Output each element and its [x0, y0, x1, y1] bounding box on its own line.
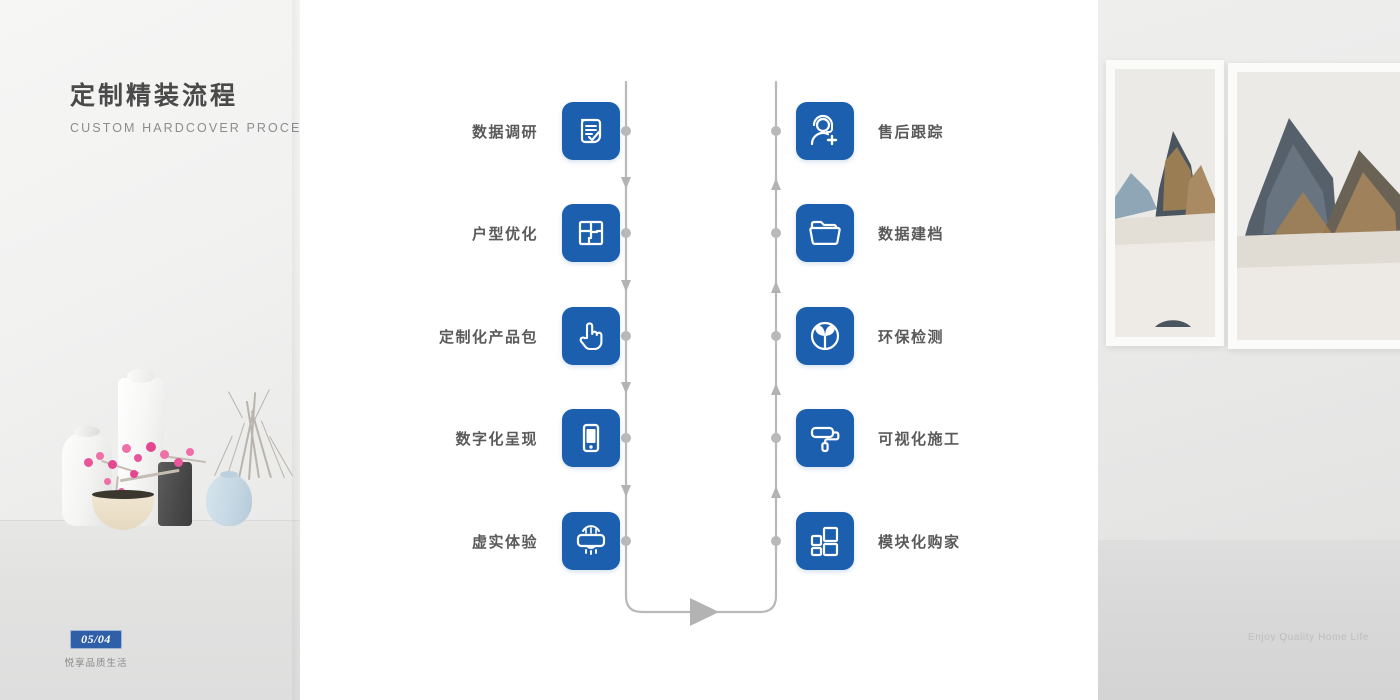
flow-label-right-2: 数据建档	[878, 226, 945, 243]
eco-leaf-circle-icon	[796, 307, 854, 365]
badge-number: 05/04	[70, 630, 122, 649]
arrowheads-right-up	[771, 178, 781, 498]
flow-node-left-4[interactable]: 数字化呈现	[360, 409, 620, 467]
left-photo-panel: 定制精装流程 CUSTOM HARDCOVER PROCESS 05/04 悦享…	[0, 0, 300, 700]
flow-label-right-1: 售后跟踪	[878, 124, 945, 141]
plum-blossom-branch	[74, 440, 214, 510]
pointing-hand-icon	[562, 307, 620, 365]
flow-node-left-2[interactable]: 户型优化	[360, 204, 620, 262]
title-english: CUSTOM HARDCOVER PROCESS	[70, 121, 300, 135]
flow-node-right-3[interactable]: 环保检测	[796, 307, 1096, 365]
process-flow-diagram: 数据调研 户型优化 定制化产品包	[300, 0, 1098, 700]
left-floor	[0, 520, 300, 700]
flow-label-right-5: 模块化购家	[878, 534, 961, 551]
flow-label-left-2: 户型优化	[471, 226, 538, 243]
flow-label-left-4: 数字化呈现	[455, 431, 538, 448]
arrowheads-left-down	[621, 177, 631, 497]
paint-roller-icon	[796, 409, 854, 467]
modular-grid-icon	[796, 512, 854, 570]
floor-plan-icon	[562, 204, 620, 262]
connector-nodes-right	[771, 126, 781, 546]
badge-tagline: 悦享品质生活	[64, 658, 128, 669]
flow-node-right-1[interactable]: 售后跟踪	[796, 102, 1096, 160]
artwork-frame-left	[1106, 60, 1224, 346]
flow-node-left-3[interactable]: 定制化产品包	[330, 307, 620, 365]
artwork-canvas-right	[1237, 72, 1400, 340]
mobile-phone-icon	[562, 409, 620, 467]
vr-headset-icon	[562, 512, 620, 570]
flow-node-right-2[interactable]: 数据建档	[796, 204, 1096, 262]
blue-round-vase	[206, 471, 252, 526]
page-number-badge: 05/04 悦享品质生活	[64, 630, 128, 669]
left-panel-edge	[292, 0, 300, 700]
flow-connector-path	[621, 80, 781, 626]
flow-node-left-1[interactable]: 数据调研	[360, 102, 620, 160]
flow-label-left-5: 虚实体验	[471, 534, 538, 551]
page-title: 定制精装流程 CUSTOM HARDCOVER PROCESS	[70, 76, 300, 135]
bottom-flow-arrow	[690, 598, 719, 626]
folder-icon	[796, 204, 854, 262]
document-check-icon	[562, 102, 620, 160]
flow-node-right-5[interactable]: 模块化购家	[796, 512, 1096, 570]
flow-label-left-3: 定制化产品包	[438, 329, 538, 346]
artwork-frame-right	[1228, 63, 1400, 349]
flow-label-left-1: 数据调研	[471, 124, 538, 141]
right-photo-panel	[1098, 0, 1400, 700]
connector-nodes-left	[621, 126, 631, 546]
right-floor	[1098, 540, 1400, 700]
flow-node-right-4[interactable]: 可视化施工	[796, 409, 1096, 467]
customer-service-add-icon	[796, 102, 854, 160]
flow-label-right-3: 环保检测	[878, 329, 945, 346]
title-chinese: 定制精装流程	[70, 83, 239, 110]
watermark-text: Enjoy Quality Home Life	[1248, 632, 1370, 643]
flow-node-left-5[interactable]: 虚实体验	[360, 512, 620, 570]
artwork-canvas-left	[1115, 69, 1215, 337]
flow-label-right-4: 可视化施工	[878, 431, 961, 448]
